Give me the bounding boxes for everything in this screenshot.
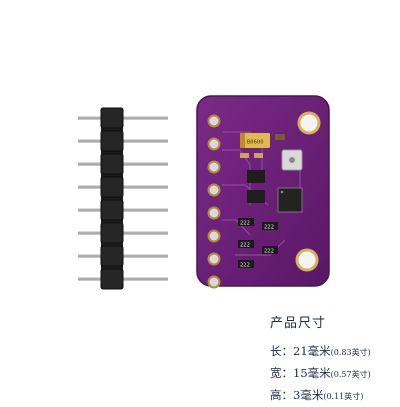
- resistor: [238, 260, 254, 268]
- pin-pad: [207, 183, 221, 197]
- spec-note: (0.11英寸): [323, 392, 364, 401]
- smd-component: [240, 153, 249, 158]
- chip-label: B0600: [247, 140, 264, 146]
- resistor: [238, 218, 254, 226]
- header-segment: [100, 268, 124, 290]
- spec-label: 宽：: [270, 366, 293, 380]
- header-segment: [100, 222, 124, 244]
- tantalum-capacitor: [240, 133, 270, 148]
- regulator-chip-2: [247, 190, 265, 203]
- resistor-label: 222: [240, 262, 250, 268]
- spec-note: (0.57英寸): [330, 370, 371, 379]
- header-segment: [100, 199, 124, 221]
- header-segment: [100, 153, 124, 175]
- header-segment: [100, 107, 124, 129]
- mounting-hole-top: [297, 111, 321, 135]
- pin-pad: [207, 275, 221, 289]
- spec-value: 3毫米: [293, 388, 324, 402]
- regulator-chip: [247, 170, 265, 183]
- resistors: 222 222 222 222 222: [238, 218, 278, 268]
- breakout-board: B0600 222 222 222 222 222: [196, 95, 330, 289]
- spec-value: 21毫米: [293, 344, 331, 358]
- mounting-hole-bottom: [295, 248, 319, 272]
- header-segment: [100, 245, 124, 267]
- header-segment: [100, 130, 124, 152]
- resistor: [238, 240, 254, 248]
- spec-width: 宽：15毫米(0.57英寸): [270, 363, 398, 385]
- resistor-label: 222: [240, 242, 250, 248]
- pin-pad: [207, 160, 221, 174]
- resistor-label: 222: [264, 224, 274, 230]
- resistor: [262, 246, 278, 254]
- spec-label: 高：: [270, 388, 293, 402]
- pin-pad: [207, 229, 221, 243]
- pin-header: [78, 107, 168, 290]
- smd-component: [254, 153, 263, 158]
- pin-pad: [207, 137, 221, 151]
- resistor-label: 222: [240, 220, 250, 226]
- smd-component: [275, 134, 285, 140]
- dimensions-title: 产品尺寸: [270, 316, 327, 331]
- pin-pad: [207, 252, 221, 266]
- spec-height: 高：3毫米(0.11英寸): [270, 385, 398, 407]
- spec-note: (0.83英寸): [330, 348, 371, 357]
- spec-label: 长：: [270, 344, 293, 358]
- resistor-label: 222: [264, 248, 274, 254]
- spec-value: 15毫米: [293, 366, 331, 380]
- pin-pad: [207, 206, 221, 220]
- pin-pad: [207, 114, 221, 128]
- resistor: [262, 222, 278, 230]
- board-pads: [207, 114, 221, 289]
- header-segments: [100, 107, 124, 290]
- spec-length: 长：21毫米(0.83英寸): [270, 341, 398, 363]
- header-segment: [100, 176, 124, 198]
- product-dimensions: 产品尺寸 长：21毫米(0.83英寸) 宽：15毫米(0.57英寸) 高：3毫米…: [270, 312, 398, 407]
